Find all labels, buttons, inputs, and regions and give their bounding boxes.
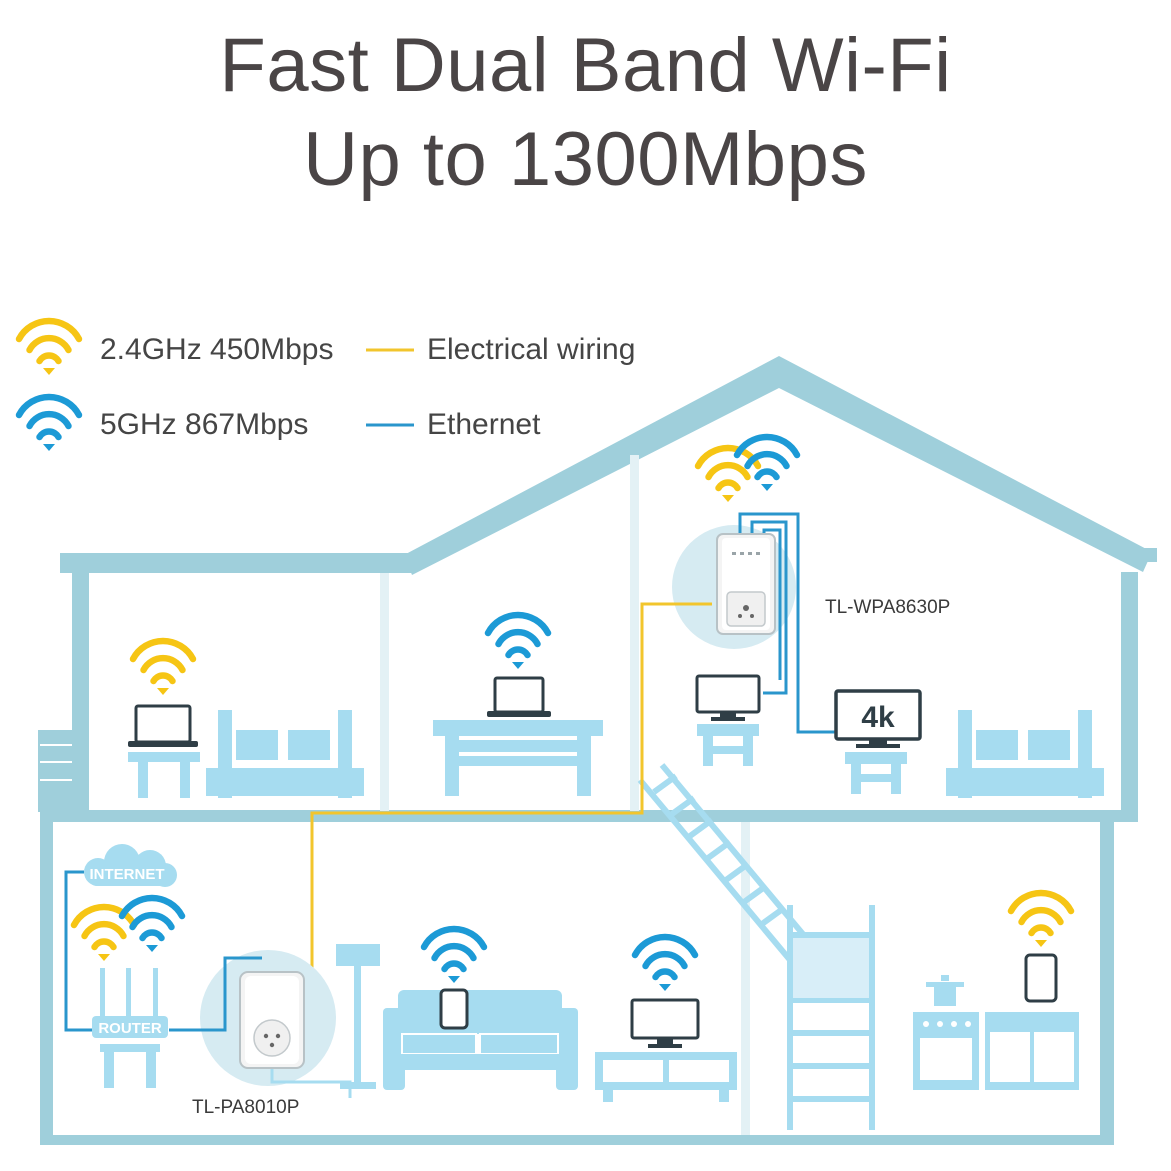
- wifi-5ghz-icon: [635, 937, 695, 991]
- kitchen-details: [920, 1021, 1074, 1082]
- staircase: [637, 763, 875, 1130]
- laptop-icon: [128, 704, 198, 747]
- internet-label: INTERNET: [90, 866, 165, 883]
- living-room-furniture: [697, 710, 1104, 798]
- tv-4k-icon: [834, 689, 922, 748]
- tv-cabinet-doors: [603, 1060, 729, 1082]
- wifi-5ghz-icon: [488, 615, 548, 669]
- ethernet-router-to-adapter: [169, 956, 262, 1032]
- tv-4k-label: 4k: [861, 701, 895, 734]
- adapter-downstairs-label: TL-PA8010P: [192, 1097, 300, 1118]
- router-icon: [92, 968, 168, 1088]
- laptop-icon: [487, 676, 551, 717]
- adapter-upstairs-label: TL-WPA8630P: [825, 597, 951, 618]
- router-label: ROUTER: [98, 1020, 162, 1037]
- tablet-icon: [439, 988, 469, 1030]
- wifi-24ghz-icon: [133, 641, 193, 695]
- sofa: [383, 990, 578, 1090]
- headline-line-2: Up to 1300Mbps: [303, 117, 868, 202]
- legend-ethernet-label: Ethernet: [427, 408, 541, 441]
- inner-walls: [380, 455, 750, 1135]
- wifi-5ghz-icon: [122, 898, 182, 952]
- floor-lamp: [336, 944, 380, 1089]
- headline-line-1: Fast Dual Band Wi-Fi: [219, 23, 952, 108]
- chimney-lines: [40, 744, 72, 781]
- wifi-24ghz-legend-icon: [19, 321, 79, 375]
- wifi-24ghz-icon: [1011, 893, 1071, 947]
- power-cable: [270, 1060, 352, 1098]
- wifi-5ghz-icon: [424, 929, 484, 983]
- legend-5ghz-label: 5GHz 867Mbps: [100, 408, 309, 441]
- internet-cloud: [84, 844, 177, 887]
- ethernet-internet-to-router: [64, 870, 96, 1032]
- bedroom-left-furniture: [128, 710, 364, 798]
- tl-pa8010p-adapter: [239, 971, 305, 1069]
- stair-landing: [793, 938, 869, 998]
- legend-24ghz-label: 2.4GHz 450Mbps: [100, 333, 334, 366]
- tablet-icon: [1024, 953, 1058, 1003]
- wifi-24ghz-icon: [698, 448, 758, 502]
- house-outline: [38, 356, 1157, 1145]
- monitor-icon: [695, 674, 761, 721]
- monitor-icon: [630, 998, 700, 1048]
- wifi-5ghz-icon: [737, 437, 797, 491]
- tl-wpa8630p-adapter: [716, 533, 776, 635]
- legend-electrical-label: Electrical wiring: [427, 333, 636, 366]
- wifi-5ghz-legend-icon: [19, 397, 79, 451]
- study-furniture: [433, 720, 603, 796]
